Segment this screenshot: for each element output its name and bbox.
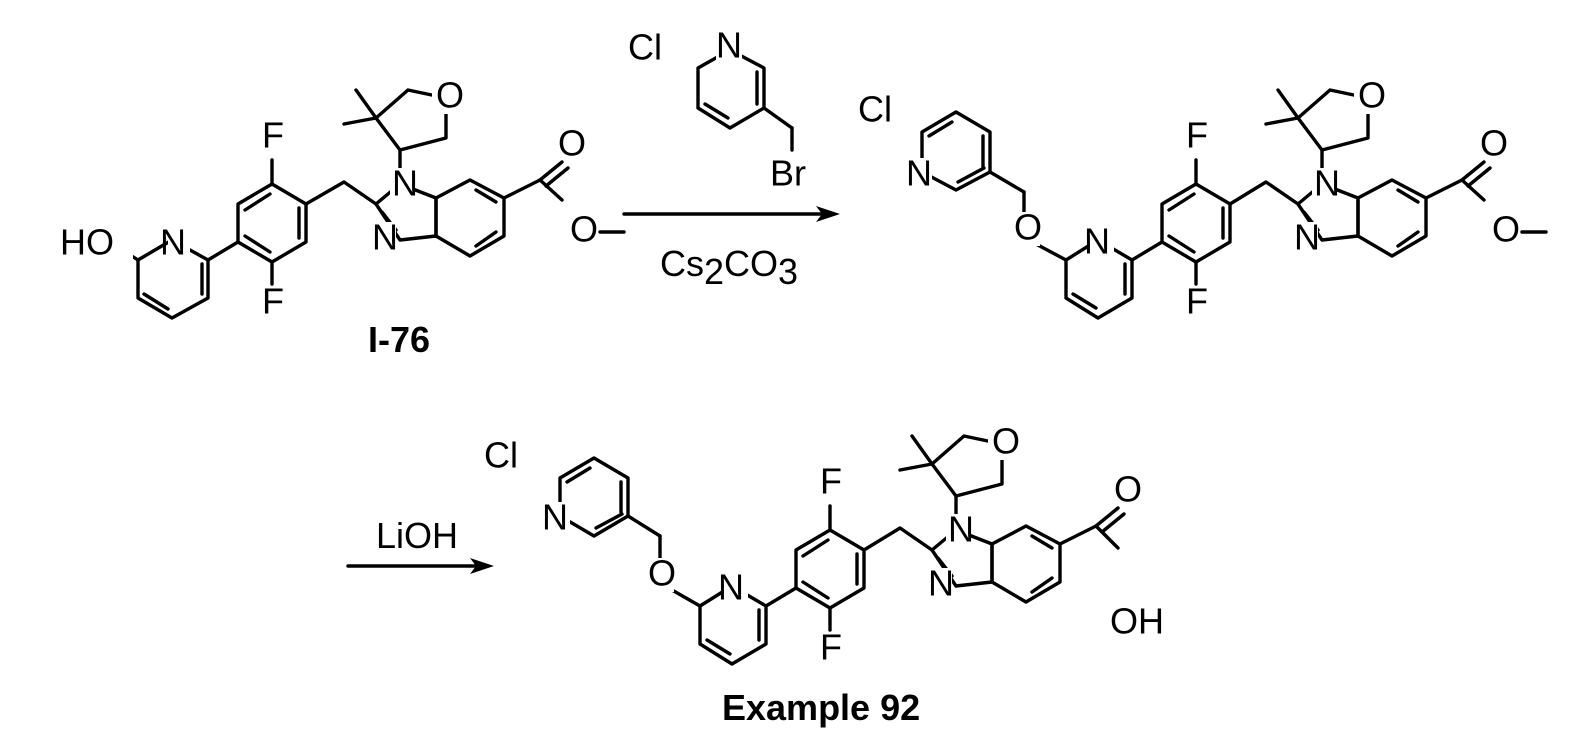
atom-n-intermediate-clpyr: N [906, 153, 932, 194]
atom-f-product-bottom: F [820, 627, 842, 668]
atom-cl-intermediate: Cl [858, 89, 892, 130]
benzo-ring [436, 180, 504, 256]
atom-f-intermediate-top: F [1186, 115, 1208, 156]
atom-n-product-clpyr: N [542, 497, 568, 538]
atom-f-product-top: F [820, 461, 842, 502]
reaction-arrow-1: Cs2CO3 [624, 206, 840, 292]
atom-n-product-n1: N [948, 509, 974, 550]
chloropyridine-ring-intermediate [922, 112, 990, 190]
reaction-arrow-2: LiOH [348, 515, 494, 574]
atom-ho-start: HO [60, 222, 114, 263]
atom-n-start-pyr: N [160, 222, 186, 263]
atom-f-start-bottom: F [262, 281, 284, 322]
chloropyridine-ring-product [560, 458, 628, 536]
intermediate-ester: Cl N O N F F N N O O O [858, 75, 1546, 322]
atom-o-product-ether: O [648, 553, 676, 594]
atom-n-start-n3: N [372, 217, 398, 258]
atom-o-intermediate-carbonyl: O [1480, 123, 1508, 164]
difluorophenyl-ring-product [796, 530, 864, 608]
atom-f-intermediate-bottom: F [1186, 281, 1208, 322]
label-i76: I-76 [368, 319, 430, 360]
base-cs2co3: Cs2CO3 [660, 243, 798, 292]
atom-cl-reagent: Cl [628, 27, 662, 68]
atom-o-product-carbonyl: O [1114, 469, 1142, 510]
atom-f-start-top: F [262, 115, 284, 156]
atom-o-intermediate-ether: O [1014, 207, 1042, 248]
product-example-92: Cl N O N F F N N O O OH Example 92 [484, 421, 1164, 728]
atom-o-start-thf: O [436, 75, 464, 116]
label-example-92: Example 92 [722, 687, 920, 728]
atom-n-intermediate-pyr: N [1084, 221, 1110, 262]
atom-n-reagent: N [716, 25, 742, 66]
benzo-ring-intermediate [1358, 180, 1426, 256]
atom-n-intermediate-n3: N [1294, 217, 1320, 258]
atom-br-reagent: Br [770, 153, 806, 194]
atom-o-intermediate-thf: O [1358, 75, 1386, 116]
atom-n-start-n1: N [392, 163, 418, 204]
starting-material-i76: HO N F F N N O O O I-76 [60, 75, 624, 360]
reagent-chloropyridine: N Cl Br [628, 25, 806, 194]
benzo-ring-product [992, 526, 1060, 602]
difluorophenyl-ring-intermediate [1162, 184, 1230, 262]
difluorophenyl-ring [238, 184, 306, 262]
atom-n-product-n3: N [928, 563, 954, 604]
atom-o-start-ester: O [570, 209, 598, 250]
atom-n-intermediate-n1: N [1314, 163, 1340, 204]
atom-o-intermediate-ester: O [1492, 209, 1520, 250]
atom-n-product-pyr: N [718, 567, 744, 608]
atom-cl-product: Cl [484, 435, 518, 476]
atom-oh-product: OH [1110, 601, 1164, 642]
reagent-lioh: LiOH [376, 515, 458, 556]
atom-o-start-carbonyl: O [558, 123, 586, 164]
atom-o-product-thf: O [992, 421, 1020, 462]
